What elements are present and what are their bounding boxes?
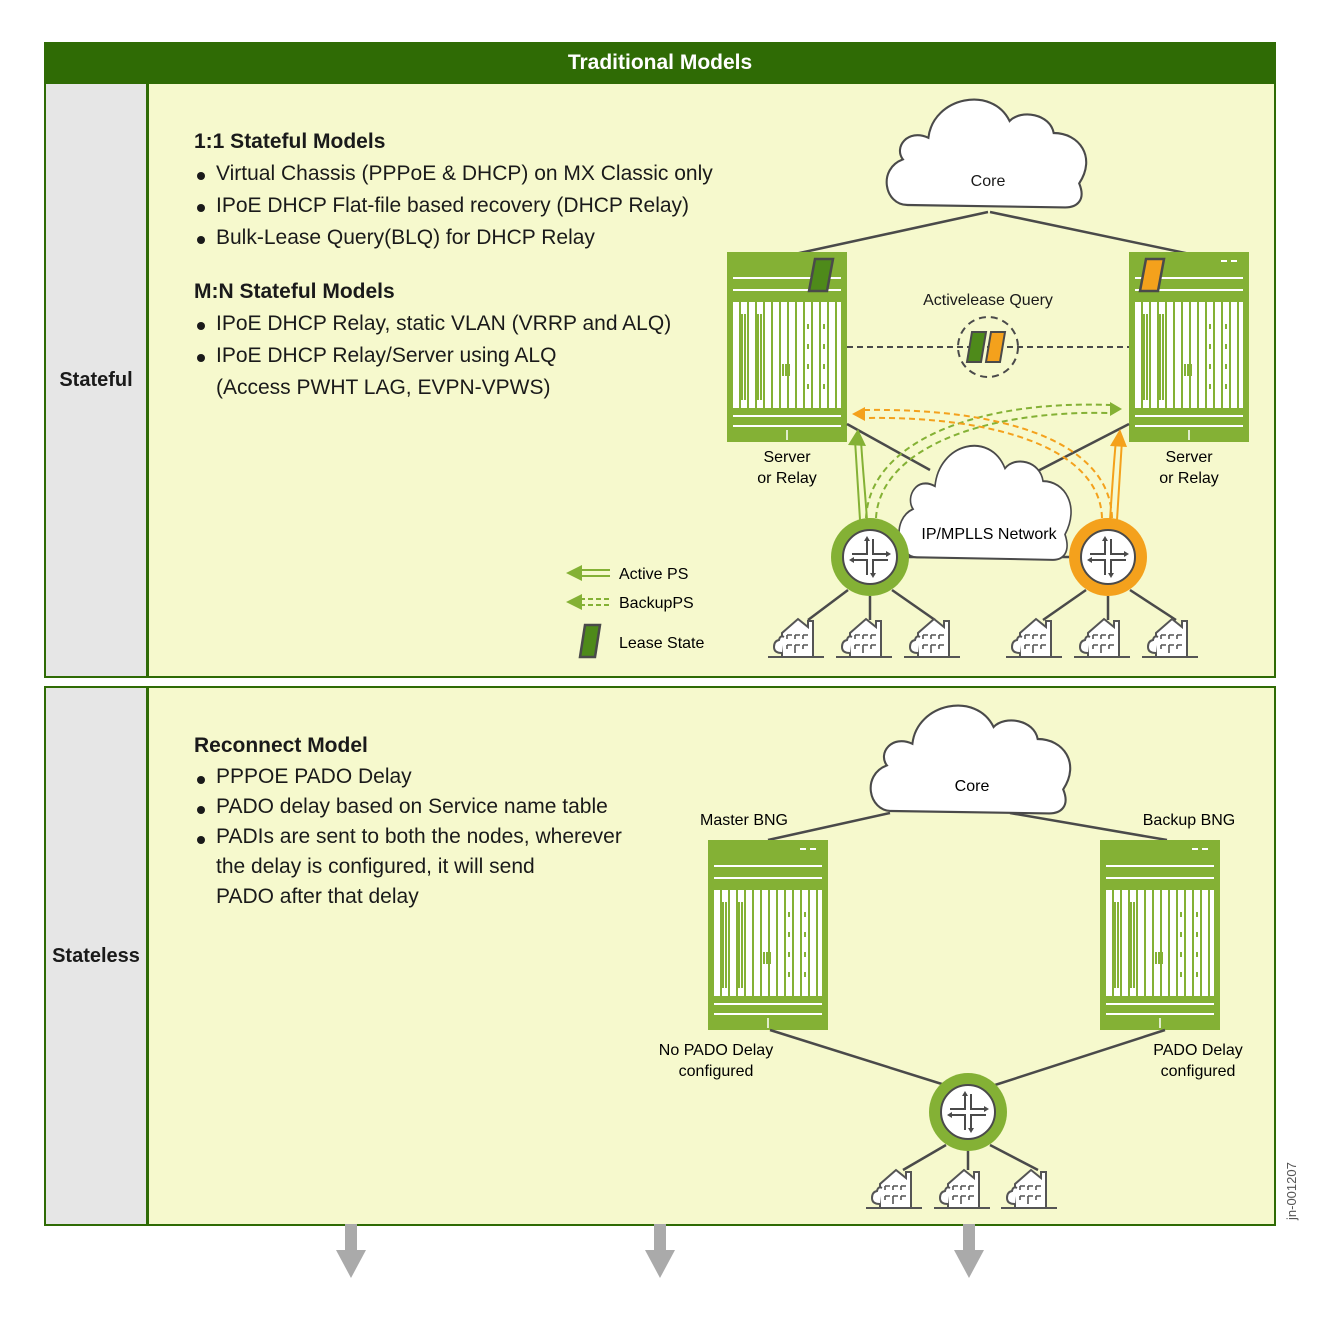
link-backup-router xyxy=(994,1028,1166,1087)
master-bng-device xyxy=(708,840,828,1030)
access-router xyxy=(929,1073,1007,1151)
legend-backup-ps-icon xyxy=(566,594,610,610)
backup-ps-path-green xyxy=(875,411,1111,519)
network-label: IP/MPLLS Network xyxy=(921,526,1057,543)
link-left-network xyxy=(846,422,931,472)
list-item: Virtual Chassis (PPPoE & DHCP) on MX Cla… xyxy=(194,158,713,190)
stateless-panel: Stateless Reconnect Model PPPOE PADO Del… xyxy=(44,686,1276,1226)
active-ps-arrowhead-orange xyxy=(1110,429,1127,447)
active-ps-path-green-2 xyxy=(860,439,868,521)
stateful-text: 1:1 Stateful Models Virtual Chassis (PPP… xyxy=(194,126,713,404)
active-ps-path-green xyxy=(854,439,861,521)
list-item: PADIs are sent to both the nodes, wherev… xyxy=(194,822,622,852)
legend-lease-state-icon xyxy=(578,623,602,659)
list-item-continuation: (Access PWHT LAG, EVPN-VPWS) xyxy=(216,376,551,399)
down-arrow-icon xyxy=(954,1224,984,1278)
router-right xyxy=(1069,518,1147,596)
pado-delay-label-2: configured xyxy=(1161,1063,1236,1080)
right-device-label: Server xyxy=(1165,449,1213,466)
right-device-label-2: or Relay xyxy=(1159,470,1219,487)
link-master-router xyxy=(769,1028,946,1087)
house-icon xyxy=(865,1169,923,1209)
backup-bng-device xyxy=(1100,840,1220,1030)
backup-ps-path-orange xyxy=(864,416,1103,519)
house-icon xyxy=(767,618,825,658)
group-title-mn: M:N Stateful Models xyxy=(194,280,395,303)
house-icon xyxy=(1073,618,1131,658)
backup-bng-label: Backup BNG xyxy=(1143,812,1235,829)
backup-ps-arrowhead-orange xyxy=(852,407,865,421)
group-title-1to1: 1:1 Stateful Models xyxy=(194,130,386,153)
list-item: IPoE DHCP Relay, static VLAN (VRRP and A… xyxy=(194,308,713,340)
link-core-right xyxy=(989,210,1191,256)
backup-ps-path-green-2 xyxy=(865,403,1111,519)
house-icon xyxy=(1000,1169,1058,1209)
activelease-query-label: Activelease Query xyxy=(923,292,1053,309)
lease-state-icon-orange xyxy=(984,331,1007,363)
header-title: Traditional Models xyxy=(44,42,1276,84)
legend: Active PS BackupPS Lease State xyxy=(566,565,705,659)
list-item: IPoE DHCP Relay/Server using ALQ xyxy=(194,340,713,372)
list-item: PADO delay based on Service name table xyxy=(194,792,622,822)
access-links-right xyxy=(1042,588,1177,622)
active-ps-arrowhead-green xyxy=(848,429,866,446)
house-icon xyxy=(835,618,893,658)
master-bng-label: Master BNG xyxy=(700,812,788,829)
lease-state-icon-left xyxy=(807,257,835,293)
list-item-continuation: the delay is configured, it will send xyxy=(216,855,535,878)
backup-ps-arrowhead-green xyxy=(1110,402,1122,416)
no-pado-delay-label-2: configured xyxy=(679,1063,754,1080)
access-links-stateless xyxy=(902,1143,1039,1172)
left-device-label-2: or Relay xyxy=(757,470,817,487)
down-arrows xyxy=(336,1224,984,1278)
lease-state-icon-green xyxy=(965,331,988,363)
pado-delay-label: PADO Delay xyxy=(1153,1042,1243,1059)
list-item: Bulk-Lease Query(BLQ) for DHCP Relay xyxy=(194,222,713,254)
core-label-stateless: Core xyxy=(955,778,990,795)
list-item-continuation: PADO after that delay xyxy=(216,885,419,908)
activelease-query-circle xyxy=(957,316,1019,378)
down-arrow-icon xyxy=(336,1224,366,1278)
doc-id: jn-001207 xyxy=(1284,1162,1299,1221)
stateless-side-label: Stateless xyxy=(46,688,149,1224)
backup-ps-path-orange-2 xyxy=(864,408,1113,519)
legend-active-ps-icon xyxy=(566,565,610,581)
house-icon xyxy=(933,1169,991,1209)
link-core-left xyxy=(794,210,989,256)
stateful-panel: Stateful 1:1 Stateful Models Virtual Cha… xyxy=(44,84,1276,678)
active-ps-path-orange-2 xyxy=(1116,439,1123,521)
router-left xyxy=(831,518,909,596)
core-label: Core xyxy=(971,173,1006,190)
left-device-label: Server xyxy=(763,449,811,466)
down-arrow-icon xyxy=(645,1224,675,1278)
legend-active-ps-label: Active PS xyxy=(619,566,688,583)
list-item: PPPOE PADO Delay xyxy=(194,762,622,792)
reconnect-model-title: Reconnect Model xyxy=(194,734,368,757)
house-icon xyxy=(1005,618,1063,658)
core-cloud-stateful xyxy=(885,98,1088,209)
link-core-backup xyxy=(1009,811,1168,842)
link-core-master xyxy=(767,811,891,842)
active-ps-path-orange xyxy=(1109,439,1117,521)
stateless-text: Reconnect Model PPPOE PADO Delay PADO de… xyxy=(194,730,622,912)
no-pado-delay-label: No PADO Delay xyxy=(659,1042,773,1059)
legend-lease-state-label: Lease State xyxy=(619,635,705,652)
access-links-left xyxy=(807,588,936,622)
legend-backup-ps-label: BackupPS xyxy=(619,595,694,612)
list-item: IPoE DHCP Flat-file based recovery (DHCP… xyxy=(194,190,713,222)
house-icon xyxy=(903,618,961,658)
stateful-side-label: Stateful xyxy=(46,84,149,676)
lease-state-icon-right xyxy=(1138,257,1166,293)
link-right-network xyxy=(1029,422,1130,477)
house-icon xyxy=(1141,618,1199,658)
core-cloud-stateless xyxy=(869,704,1072,815)
